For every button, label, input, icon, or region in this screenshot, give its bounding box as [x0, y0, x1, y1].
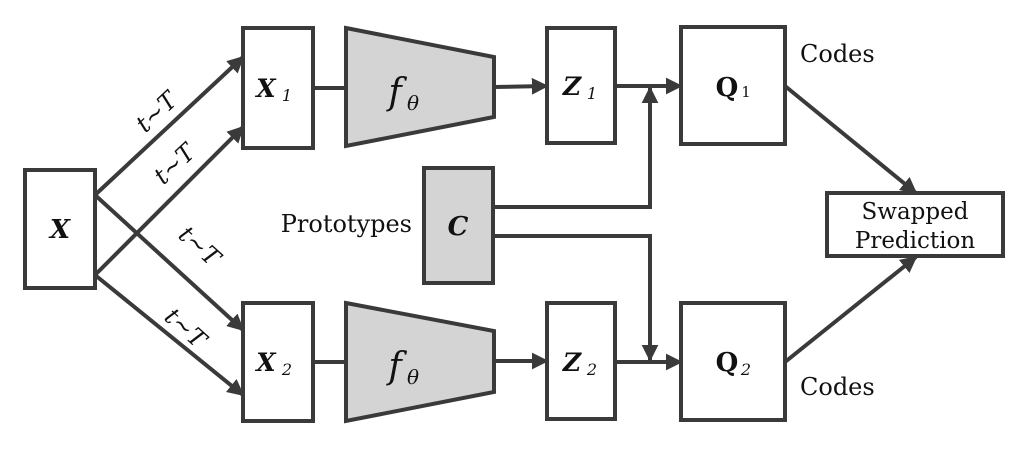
input-x-box [23, 168, 97, 290]
q2-label: Q [716, 348, 739, 378]
c-to-q2-connector [493, 234, 659, 362]
q1-box [679, 25, 787, 146]
aug-label-2: t~T [148, 137, 202, 190]
z2-subscript: 2 [586, 360, 597, 379]
z2-label: Z [562, 348, 582, 377]
swapped-prediction-line1: Swapped [862, 199, 969, 225]
q1-to-swapped-arrow [783, 84, 918, 195]
aug-arrow-1 [93, 55, 245, 197]
prototypes-label: Prototypes [281, 210, 412, 238]
swapped-prediction-line2: Prediction [855, 228, 975, 254]
q2-to-swapped-arrow [783, 255, 918, 364]
prototypes-c-label: C [448, 212, 469, 242]
prototypes-c-box [422, 166, 495, 285]
q1-label: Q [716, 73, 739, 103]
x1-subscript: 1 [282, 86, 292, 105]
aug-label-3: t~T [173, 220, 227, 273]
z1-subscript: 1 [587, 84, 597, 103]
x2-box [241, 301, 315, 423]
aug-arrow-4 [93, 273, 245, 397]
x1-label: X [254, 74, 277, 103]
x2-label: X [254, 348, 277, 377]
c-to-q1-connector [493, 86, 659, 209]
codes-bottom-label: Codes [800, 373, 875, 401]
encoder-bottom-trapezoid [344, 300, 496, 424]
encoder-top-to-z1-arrow [493, 77, 549, 95]
q2-box [679, 301, 787, 422]
input-x-label: X [48, 215, 72, 245]
x1-box [241, 26, 315, 150]
x2-subscript: 2 [281, 360, 292, 379]
encoder-top-trapezoid [344, 25, 496, 149]
z1-label: Z [562, 72, 582, 101]
encoder-top-theta: θ [407, 91, 419, 115]
aug-arrow-3 [93, 193, 245, 332]
aug-arrow-2 [93, 125, 245, 277]
encoder-bottom-theta: θ [407, 365, 419, 389]
codes-top-label: Codes [800, 40, 875, 68]
z1-box [545, 26, 617, 145]
aug-label-4: t~T [159, 302, 213, 355]
z2-box [545, 301, 617, 421]
q1-subscript: 1 [741, 83, 751, 101]
aug-label-1: t~T [130, 85, 184, 138]
q2-subscript: 2 [740, 360, 751, 379]
swapped-prediction-box [825, 191, 1005, 258]
